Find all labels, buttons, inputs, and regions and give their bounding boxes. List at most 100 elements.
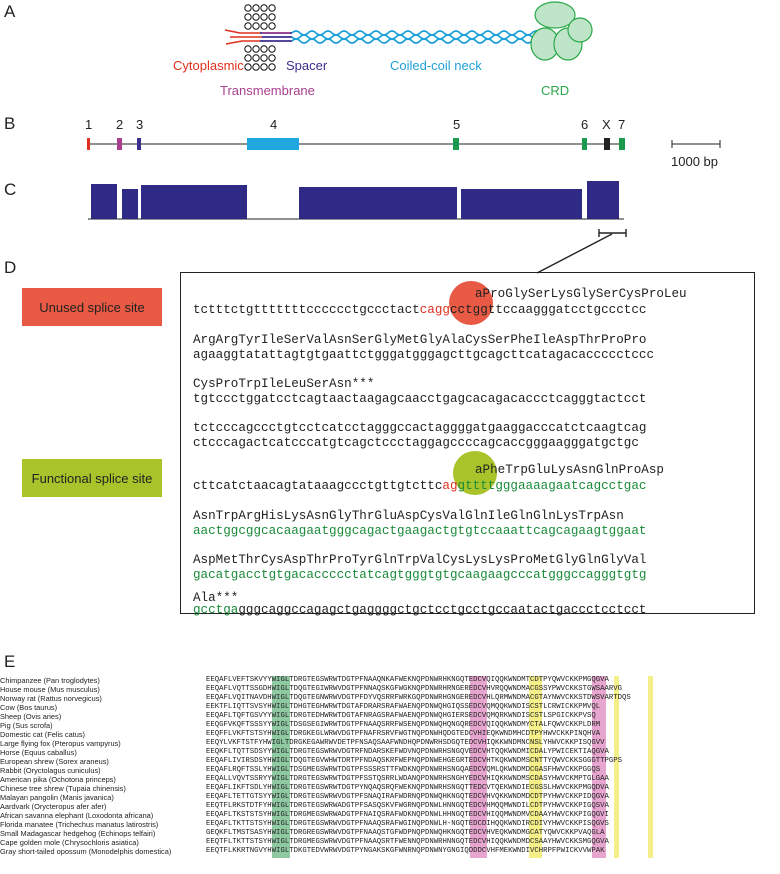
alignment-sequence: EEQGFVKQFTSSSYYWIGLTDSGSEGIWRWTDGTPFNAAQ… bbox=[206, 721, 601, 729]
exon-4 bbox=[247, 138, 299, 150]
protein-domain-schematic bbox=[224, 1, 593, 71]
label-cytoplasmic: Cytoplasmic bbox=[173, 58, 244, 73]
species-label: Cape golden mole (Chrysochloris asiatica… bbox=[0, 838, 139, 847]
species-label: Florida manatee (Trichechus manatus lati… bbox=[0, 820, 159, 829]
panel-letter-e: E bbox=[4, 652, 16, 671]
edc-highlight bbox=[529, 676, 542, 858]
exon-x bbox=[604, 138, 610, 150]
species-label: American pika (Ochotona princeps) bbox=[0, 775, 116, 784]
aa-line-1: aProGlySerLysGlySerCysProLeu bbox=[475, 287, 687, 301]
alignment-sequence: EEQFFLVKFTSTSYHWIGLTDRGKEGLWRWVDGTPFNAFR… bbox=[206, 730, 601, 738]
species-label: Large flying fox (Pteropus vampyrus) bbox=[0, 739, 121, 748]
unused-splice-site-text: Unused splice site bbox=[39, 299, 145, 315]
gene-structure bbox=[87, 138, 721, 150]
aa-line-5: AsnTrpArgHisLysAsnGlyThrGluAspCysValGlnI… bbox=[193, 509, 624, 523]
exon-6 bbox=[582, 138, 587, 150]
exon-7 bbox=[619, 138, 625, 150]
lipid-bilayer bbox=[244, 4, 276, 71]
wigl-highlight bbox=[272, 676, 290, 858]
exon-3 bbox=[137, 138, 141, 150]
species-label: Horse (Equus caballus) bbox=[0, 748, 77, 757]
alignment-sequence: EEQTFLKKRTNGVYHWIGLTDKGTEDVWRWVDGTPYNGAK… bbox=[206, 847, 605, 855]
alignment-sequence: EEQAFLVQTTSSGDHWIGLTDQGTEGIWRWVDGTPFNNAQ… bbox=[206, 685, 622, 693]
species-label: European shrew (Sorex araneus) bbox=[0, 757, 109, 766]
nt-line-1c: cctggttccaagggatcctgccctcc bbox=[449, 303, 647, 317]
nt-line-2: agaaggtatattagtgtgaattctgggatgggagcttgca… bbox=[193, 348, 655, 362]
nt-line-1a: tctttctgtttttttcccccctgccctact bbox=[193, 303, 420, 317]
coverage-track bbox=[88, 181, 627, 274]
functional-splice-marker bbox=[453, 451, 497, 495]
species-label: Rabbit (Oryctolagus cuniculus) bbox=[0, 766, 101, 775]
aa-line-7: Ala*** bbox=[193, 591, 239, 605]
species-label: Cow (Bos taurus) bbox=[0, 703, 58, 712]
alignment-sequence: EEQAFLIVIRSDSYHWIGLTDQGTEGVWHWTDRTPFNDAQ… bbox=[206, 757, 622, 765]
label-spacer: Spacer bbox=[286, 58, 328, 73]
exon-2 bbox=[117, 138, 122, 150]
species-label: Malayan pangolin (Manis javanica) bbox=[0, 793, 114, 802]
nt-line-8: gacatgacctgtgacaccccctatcagtgggtgtgcaaga… bbox=[193, 568, 647, 582]
alignment-sequence: EEQKFLTQTTSDSYYWIGLTDRGTEGSWRWVDGTRFNDAR… bbox=[206, 748, 609, 756]
scale-bar bbox=[671, 140, 721, 148]
wnd-highlight bbox=[592, 676, 606, 858]
exon-label-7: 7 bbox=[618, 117, 626, 132]
functional-splice-site-text: Functional splice site bbox=[31, 470, 153, 486]
panel-letter-a: A bbox=[4, 2, 16, 21]
sequence-box: aProGlySerLysGlySerCysProLeu tctttctgttt… bbox=[180, 272, 755, 617]
alignment-sequence: EEQAFLIKFTSDLYHWIGLTDRGTEGSWRWTDGTPYNQAQ… bbox=[206, 784, 609, 792]
nt-line-7: aactggcggcacaagaatgggcagactgaagactgtgtcc… bbox=[193, 524, 647, 538]
alignment-sequence: EEQTFLRKSTDTFYHWIGLTDRGTEGSWRWADGTPFSASQ… bbox=[206, 802, 609, 810]
species-label: Pig (Sus scrofa) bbox=[0, 721, 53, 730]
exon-label-1: 1 bbox=[85, 117, 93, 132]
exon-label-4: 4 bbox=[270, 117, 278, 132]
species-label: Aardvark (Orycteropus afer afer) bbox=[0, 802, 107, 811]
nt-line-1-splice: cagg bbox=[419, 303, 450, 317]
label-coiled-coil-neck: Coiled-coil neck bbox=[390, 58, 482, 73]
species-label: Norway rat (Rattus norvegicus) bbox=[0, 694, 102, 703]
c-highlight-2 bbox=[648, 676, 653, 858]
panel-letter-c: C bbox=[4, 180, 17, 199]
panel-letter-b: B bbox=[4, 114, 16, 133]
alignment-sequence: EEQYLVKFTSTFYHWIGLTDRGKEGAWRWVDETPFNSAQS… bbox=[206, 739, 605, 747]
cytoplasmic-tail bbox=[224, 29, 262, 45]
alignment-sequence: EEQAFLVQITNAVDHWIGLTDQGTEGNWRWVDGTPFDYVQ… bbox=[206, 694, 631, 702]
alignment-sequence: EEQTFLTKTTSTSYHWIGLTDRGMEGSWRWVDGTPFNAAQ… bbox=[206, 838, 609, 846]
alignment-panel: Chimpanzee (Pan troglodytes)House mouse … bbox=[0, 676, 780, 866]
qpd-highlight bbox=[470, 676, 487, 858]
scale-bar-label: 1000 bp bbox=[671, 154, 718, 169]
aa-line-4: aPheTrpGluLysAsnGlnProAsp bbox=[475, 463, 664, 477]
exon-label-6: 6 bbox=[581, 117, 589, 132]
nt-line-9b: gggcaggccagagctgaggggctgctcctgcctgccaata… bbox=[238, 603, 647, 617]
nt-line-3: tgtccctggatcctcagtaactaagagcaacctgagcaca… bbox=[193, 392, 647, 406]
alignment-sequence: EEQAFLTQFTGSVYYWIGLTDRGTEDHWRWTDGTAFNRAG… bbox=[206, 712, 596, 720]
nt-line-6c: gttttgggaaaagaatcagcctgac bbox=[457, 479, 647, 493]
spacer-segment bbox=[260, 32, 292, 42]
unused-splice-site-label: Unused splice site bbox=[22, 288, 162, 326]
label-transmembrane: Transmembrane bbox=[220, 83, 315, 98]
nt-line-9a: gcctga bbox=[193, 603, 239, 617]
alignment-sequence: GEQKFLTMSTSASYHWIGLTDRGREGSWRWVDGTPFNAAQ… bbox=[206, 829, 605, 837]
species-label: African savanna elephant (Loxodonta afri… bbox=[0, 811, 154, 820]
exon-label-3: 3 bbox=[136, 117, 144, 132]
alignment-sequence: EEKTFLIQTTSVSYHWIGLTDHGTEGHWRWTDGTAFDRAR… bbox=[206, 703, 601, 711]
crd-domain bbox=[530, 1, 593, 61]
species-label: Chimpanzee (Pan troglodytes) bbox=[0, 676, 100, 685]
exon-1 bbox=[87, 138, 90, 150]
label-crd: CRD bbox=[541, 83, 570, 98]
nt-line-6: cttcatctaacagtataaagccctgttgtcttcaggtttt… bbox=[193, 479, 646, 493]
species-label: Chinese tree shrew (Tupaia chinensis) bbox=[0, 784, 126, 793]
functional-splice-site-label: Functional splice site bbox=[22, 459, 162, 497]
panel-letter-d: D bbox=[4, 258, 17, 277]
nt-line-9: gcctgagggcaggccagagctgaggggctgctcctgcctg… bbox=[193, 603, 646, 617]
species-label: Small Madagascar hedgehog (Echinops telf… bbox=[0, 829, 156, 838]
aa-line-2: ArgArgTyrIleSerValAsnSerGlyMetGlyAlaCysS… bbox=[193, 333, 647, 347]
nt-line-6-splice: ag bbox=[442, 479, 458, 493]
nt-line-1: tctttctgtttttttcccccctgccctactcaggcctggt… bbox=[193, 303, 646, 317]
c-highlight-1 bbox=[614, 676, 619, 858]
coiled-coil-neck bbox=[291, 30, 549, 44]
alignment-sequence: EEQAFLTETTGTSYYWIGLTDRGTEGSWRWVDGTPFSNAQ… bbox=[206, 793, 609, 801]
alignment-sequence: EEQALLVQVTSSRYYWIGLTDRGTEGSWRWTDGTPFSSTQ… bbox=[206, 775, 609, 783]
species-label: House mouse (Mus musculus) bbox=[0, 685, 100, 694]
exon-label-5: 5 bbox=[453, 117, 461, 132]
alignment-sequence: EEQAFLRQFTSSLYHWIGLTDSGMEGSWRWTDGTPFSSSR… bbox=[206, 766, 601, 774]
aa-line-3: CysProTrpIleLeuSerAsn*** bbox=[193, 377, 375, 391]
